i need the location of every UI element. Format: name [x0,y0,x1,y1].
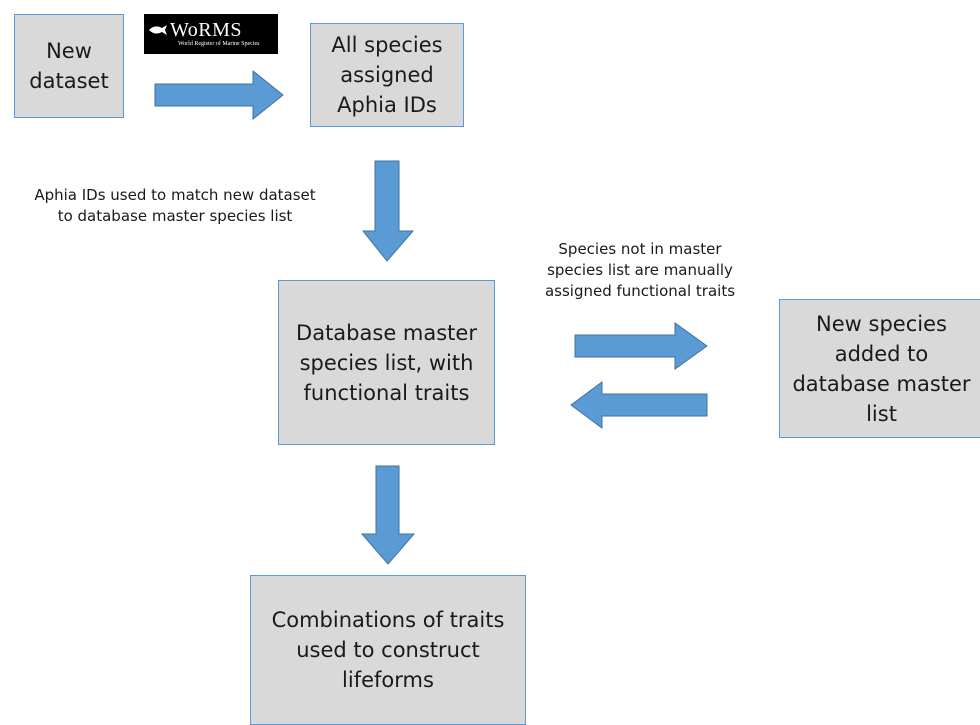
arrow-right-dataset-to-species [154,69,284,121]
arrow-right-master-to-new-species [574,322,708,370]
combinations-box: Combinations of traits used to construct… [250,575,526,725]
fish-icon [149,25,167,35]
arrow-down-species-to-master [361,160,415,262]
arrow-down-master-to-combinations [360,465,416,565]
worms-logo: WoRMS World Register of Marine Species [144,14,278,54]
new-species-box: New species added to database master lis… [779,299,980,438]
arrow-left-new-species-to-master [570,381,708,429]
master-list-box: Database master species list, with funct… [278,280,495,445]
logo-subtitle: World Register of Marine Species [178,41,260,47]
all-species-box: All species assigned Aphia IDs [310,23,464,127]
aphia-match-note: Aphia IDs used to match new dataset to d… [34,186,316,225]
logo-name: WoRMS [170,19,243,41]
new-dataset-box: New dataset [14,14,124,118]
manual-assign-note: Species not in master species list are m… [544,240,736,300]
